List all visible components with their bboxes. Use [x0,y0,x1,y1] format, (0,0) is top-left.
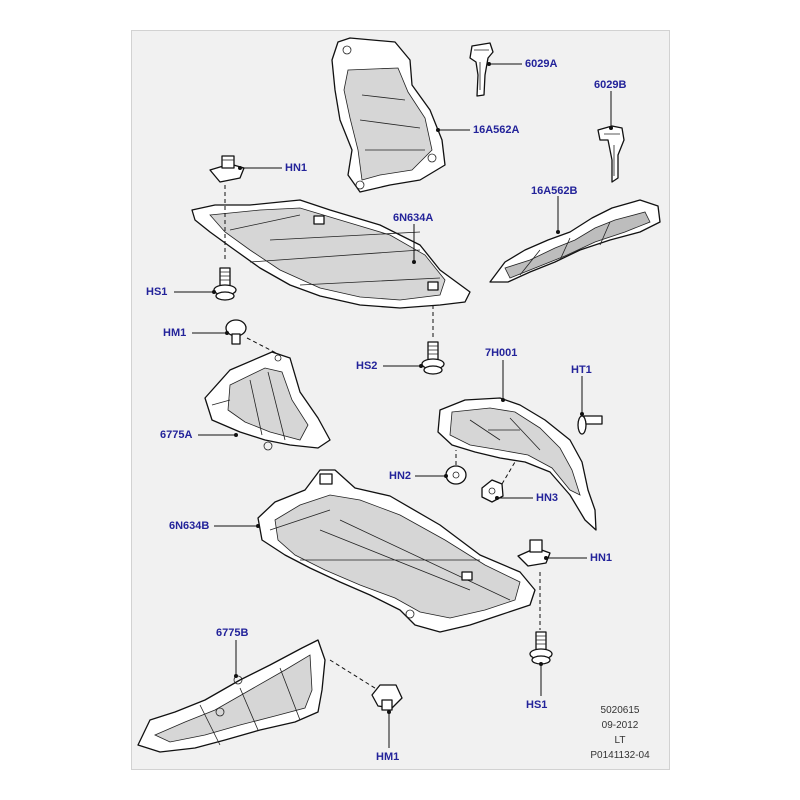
label-6n634b[interactable]: 6N634B [169,520,210,532]
part-hm1-bottom-drawing[interactable] [371,684,403,711]
label-hs1-top[interactable]: HS1 [146,286,168,298]
label-16a562a[interactable]: 16A562A [473,124,520,136]
label-hn1-top[interactable]: HN1 [285,162,308,174]
label-6775a[interactable]: 6775A [160,429,193,441]
label-6775b[interactable]: 6775B [216,627,249,639]
diagram-code: 5020615 [600,705,640,716]
label-16a562b[interactable]: 16A562B [531,185,578,197]
diagram-date: 09-2012 [601,720,639,731]
diagram-variant: LT [614,735,626,746]
part-hm1-top-drawing[interactable] [225,319,247,345]
label-7h001[interactable]: 7H001 [485,347,518,359]
part-6775b-drawing[interactable] [137,639,326,753]
part-hn1-top-drawing[interactable] [209,155,245,183]
label-6n634a[interactable]: 6N634A [393,212,434,224]
diagram-reference: P0141132-04 [590,750,650,761]
label-6029a[interactable]: 6029A [525,58,558,70]
part-hs1-top-drawing[interactable] [213,267,237,301]
part-hn1-bottom-drawing[interactable] [517,539,551,567]
part-hn2-drawing[interactable] [445,465,467,485]
label-hm1-top[interactable]: HM1 [163,327,187,339]
label-ht1[interactable]: HT1 [571,364,592,376]
label-6029b[interactable]: 6029B [594,79,627,91]
label-hn2[interactable]: HN2 [389,470,412,482]
part-6n634b-drawing[interactable] [257,469,536,633]
leader-lines [174,62,613,748]
part-7h001-drawing[interactable] [437,397,597,531]
label-hn3[interactable]: HN3 [536,492,559,504]
part-16a562b-drawing[interactable] [489,199,661,283]
part-hs1-bottom-drawing[interactable] [529,631,553,665]
label-hn1-bottom[interactable]: HN1 [590,552,613,564]
part-ht1-drawing[interactable] [577,415,603,435]
part-16a562a-drawing[interactable] [331,37,446,193]
part-hn3-drawing[interactable] [481,479,504,503]
label-hm1-bottom[interactable]: HM1 [376,751,400,763]
part-6n634a-drawing[interactable] [191,199,471,309]
part-hs2-drawing[interactable] [421,341,445,375]
label-hs2[interactable]: HS2 [356,360,378,372]
part-6029a-drawing[interactable] [469,42,494,97]
label-hs1-bottom[interactable]: HS1 [526,699,548,711]
part-6029b-drawing[interactable] [597,125,625,183]
part-6775a-drawing[interactable] [204,351,331,451]
